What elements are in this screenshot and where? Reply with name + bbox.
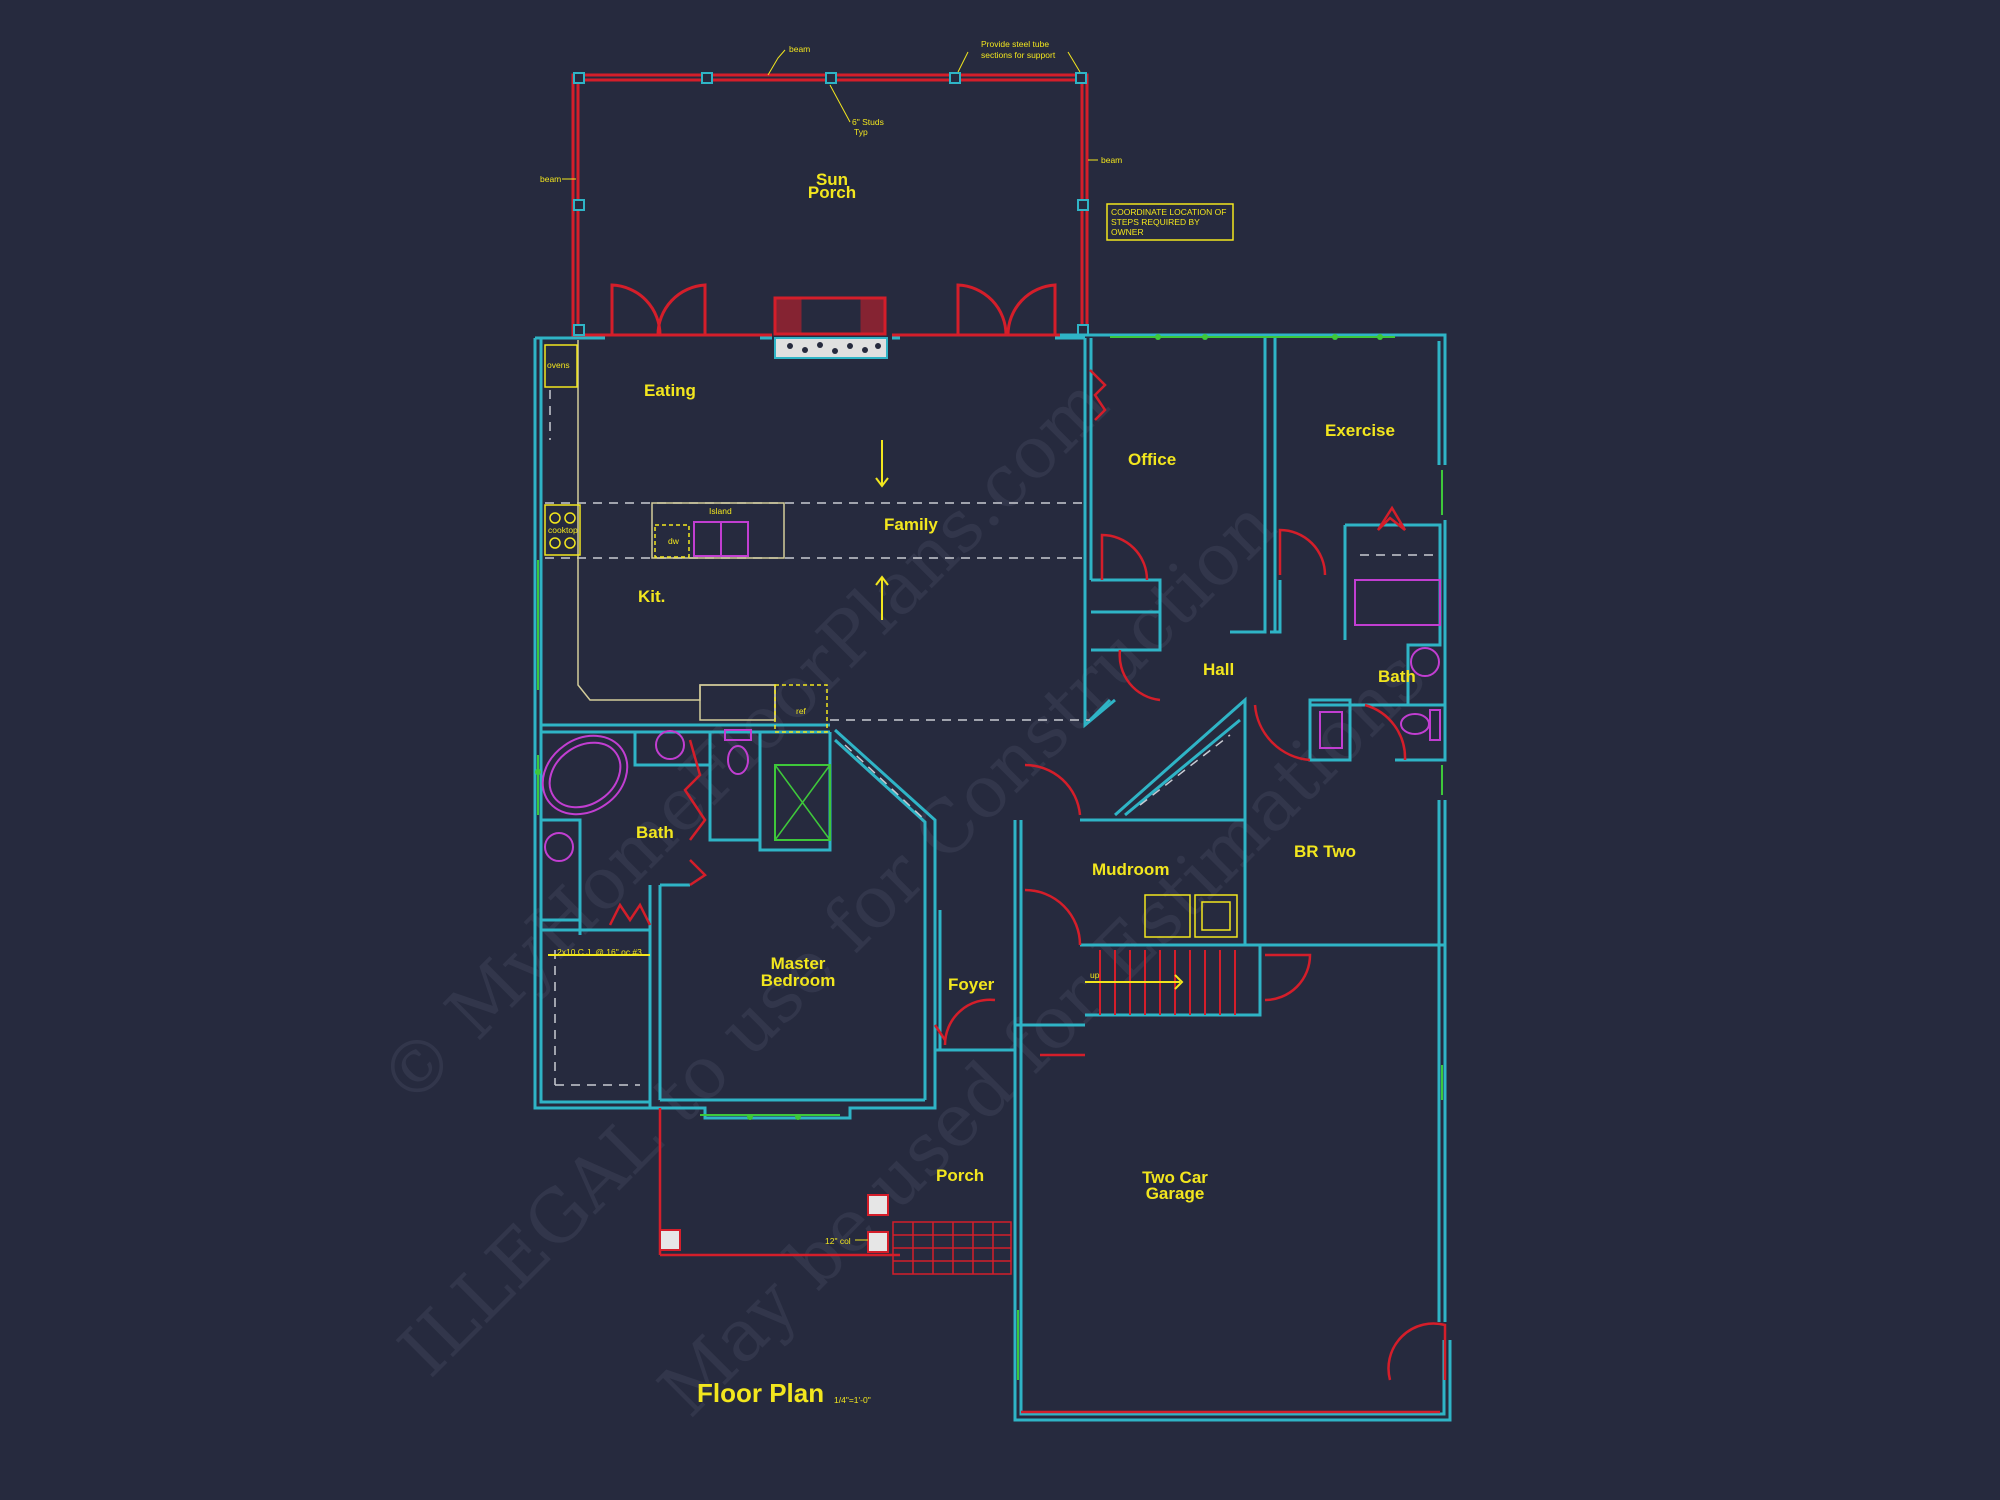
hearth bbox=[774, 337, 888, 359]
note-stair-up: up bbox=[1090, 970, 1100, 980]
leader-lines bbox=[562, 49, 1098, 1241]
annotations: beam beam beam Provide steel tube sectio… bbox=[540, 39, 1226, 1246]
label-hall: Hall bbox=[1203, 660, 1234, 679]
porch-columns bbox=[659, 1194, 889, 1253]
label-foyer: Foyer bbox=[948, 975, 995, 994]
note-beam-top: beam bbox=[789, 44, 810, 54]
appliances bbox=[544, 344, 1238, 938]
shower-x bbox=[774, 764, 831, 841]
label-kitchen: Kit. bbox=[638, 587, 665, 606]
note-coordinate-2: STEPS REQUIRED BY bbox=[1111, 217, 1200, 227]
label-family: Family bbox=[884, 515, 938, 534]
note-steel-tube-2: sections for support bbox=[981, 50, 1056, 60]
shower bbox=[774, 764, 831, 841]
note-steel-tube-1: Provide steel tube bbox=[981, 39, 1049, 49]
note-beam-left: beam bbox=[540, 174, 561, 184]
walls bbox=[533, 333, 1452, 1422]
note-studs-1: 6" Studs bbox=[852, 117, 884, 127]
label-master-bedroom-2: Bedroom bbox=[761, 971, 836, 990]
note-ref: ref bbox=[796, 706, 807, 716]
note-joists: 2x10 C.J. @ 16" oc #3 bbox=[557, 947, 642, 957]
label-office: Office bbox=[1128, 450, 1176, 469]
plan-scale: 1/4"=1'-0" bbox=[834, 1395, 871, 1405]
note-coordinate-3: OWNER bbox=[1111, 227, 1144, 237]
label-eating: Eating bbox=[644, 381, 696, 400]
label-bath-master: Bath bbox=[636, 823, 674, 842]
plan-title: Floor Plan bbox=[697, 1378, 824, 1408]
note-studs-2: Typ bbox=[854, 127, 868, 137]
label-garage-1: Two Car bbox=[1142, 1168, 1208, 1187]
note-cooktop: cooktop bbox=[548, 525, 578, 535]
coordinate-note-box bbox=[1106, 203, 1234, 241]
note-beam-right: beam bbox=[1101, 155, 1122, 165]
stairs bbox=[1085, 950, 1236, 1015]
label-mudroom: Mudroom bbox=[1092, 860, 1169, 879]
room-labels: Sun Porch Eating Family Kit. Office Exer… bbox=[636, 170, 1416, 1203]
label-exercise: Exercise bbox=[1325, 421, 1395, 440]
label-br-two: BR Two bbox=[1294, 842, 1356, 861]
ceiling-arrows bbox=[548, 440, 889, 956]
window-marks bbox=[535, 334, 1383, 1120]
note-ovens: ovens bbox=[547, 360, 570, 370]
doors bbox=[608, 369, 1447, 1414]
label-master-bedroom-1: Master bbox=[771, 954, 826, 973]
note-col: 12" col bbox=[825, 1236, 851, 1246]
label-bath-upper: Bath bbox=[1378, 667, 1416, 686]
label-sun-porch-1: Sun bbox=[816, 170, 848, 189]
note-dw: dw bbox=[668, 536, 680, 546]
porch-posts bbox=[573, 72, 1089, 336]
plumbing-fixtures bbox=[541, 521, 1441, 862]
dashed-lines bbox=[545, 390, 1435, 1086]
note-island: Island bbox=[709, 506, 732, 516]
note-coordinate-1: COORDINATE LOCATION OF bbox=[1111, 207, 1226, 217]
label-porch: Porch bbox=[936, 1166, 984, 1185]
label-sun-porch-2: Porch bbox=[808, 183, 856, 202]
label-garage-2: Garage bbox=[1146, 1184, 1205, 1203]
front-steps bbox=[892, 1221, 1012, 1275]
sun-porch-structure bbox=[571, 73, 1089, 337]
